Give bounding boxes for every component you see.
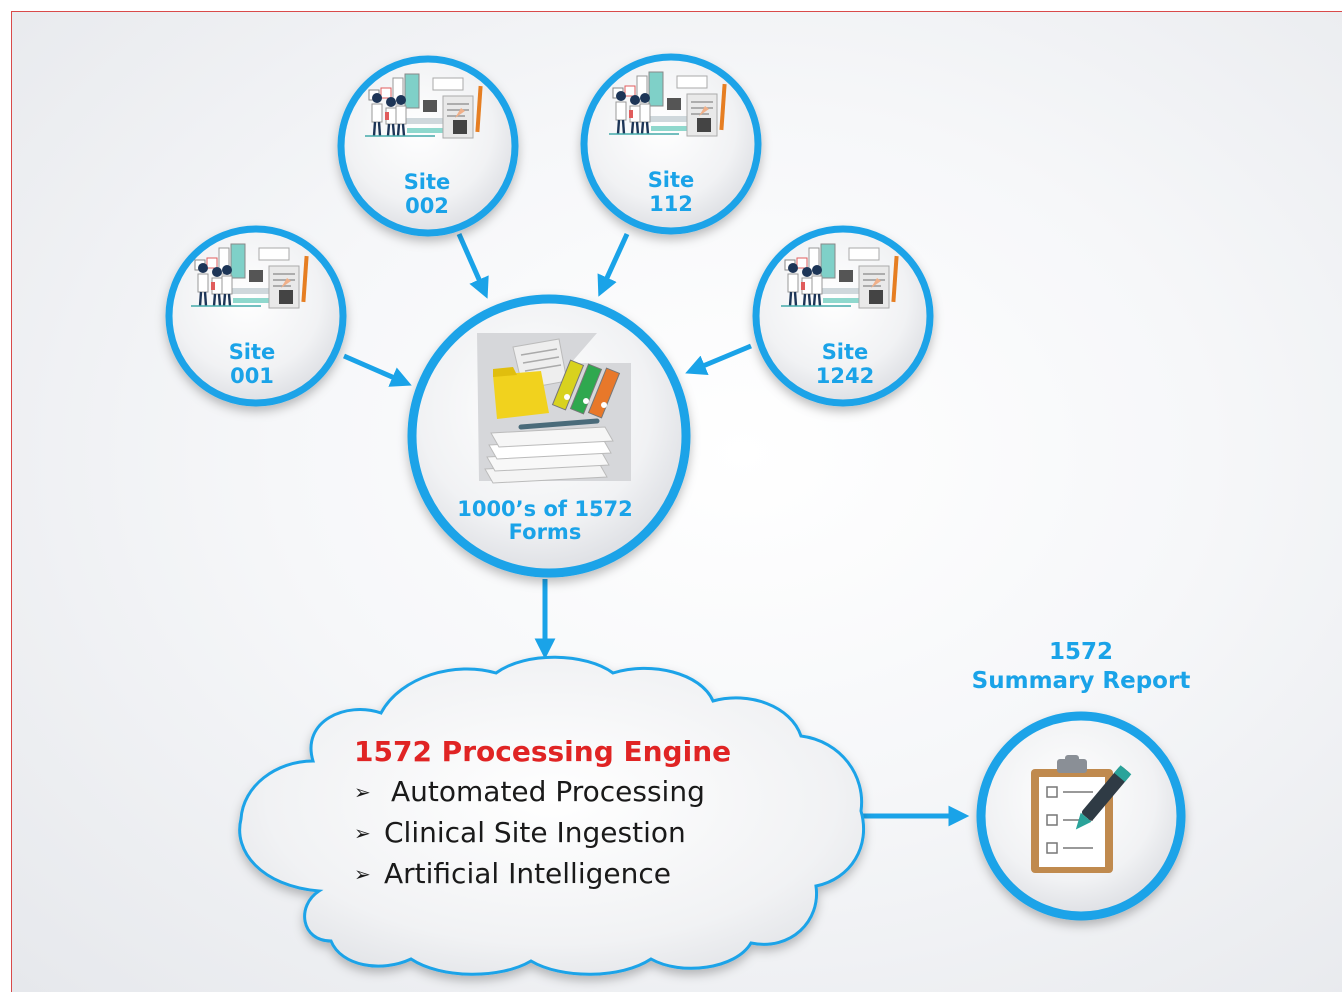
arrow-site112-to-hub	[597, 232, 630, 297]
document-stack-icon	[477, 333, 631, 484]
site-label-line1: Site	[648, 168, 695, 192]
processing-engine-cloud: 1572 Processing Engine ➢ Automated Proce…	[238, 655, 866, 976]
engine-title: 1572 Processing Engine	[354, 735, 731, 768]
report-title-line1: 1572	[1049, 639, 1113, 665]
report-title-line2: Summary Report	[972, 668, 1191, 694]
site-node-001: Site 001	[165, 225, 347, 407]
site-label-line2: 002	[405, 194, 449, 218]
summary-report-node: 1572 Summary Report	[972, 639, 1191, 921]
site-label-line2: 001	[230, 364, 274, 388]
engine-item-2: ➢ Clinical Site Ingestion	[354, 816, 686, 849]
site-node-112: Site 112	[580, 53, 762, 235]
site-node-1242: Site 1242	[752, 225, 934, 407]
arrow-site1242-to-hub	[685, 343, 752, 376]
site-node-002: Site 002	[337, 55, 519, 237]
flow-diagram: Site 001 Site 002 Site 112 Site 1242	[165, 53, 1191, 976]
clipboard-checklist-icon	[1031, 755, 1132, 873]
arrow-site002-to-hub	[456, 232, 489, 299]
flow-arrows	[343, 232, 970, 827]
engine-item-label: Clinical Site Ingestion	[384, 816, 686, 849]
engine-item-label: Automated Processing	[391, 775, 705, 808]
engine-item-1: ➢ Automated Processing	[354, 775, 705, 808]
hub-label-line2: Forms	[509, 520, 582, 544]
site-label-line1: Site	[229, 340, 276, 364]
bullet-icon: ➢	[354, 862, 371, 886]
engine-item-label: Artificial Intelligence	[384, 857, 671, 890]
site-label-line2: 1242	[816, 364, 874, 388]
engine-item-3: ➢ Artificial Intelligence	[354, 857, 671, 890]
forms-hub-node: 1000’s of 1572 Forms	[407, 294, 691, 578]
site-label-line1: Site	[822, 340, 869, 364]
hub-label-line1: 1000’s of 1572	[457, 497, 633, 521]
diagram-canvas: Site 001 Site 002 Site 112 Site 1242	[11, 11, 1342, 992]
site-label-line1: Site	[404, 170, 451, 194]
bullet-icon: ➢	[354, 780, 371, 804]
bullet-icon: ➢	[354, 821, 371, 845]
site-label-line2: 112	[649, 192, 693, 216]
arrow-site001-to-hub	[343, 353, 412, 387]
